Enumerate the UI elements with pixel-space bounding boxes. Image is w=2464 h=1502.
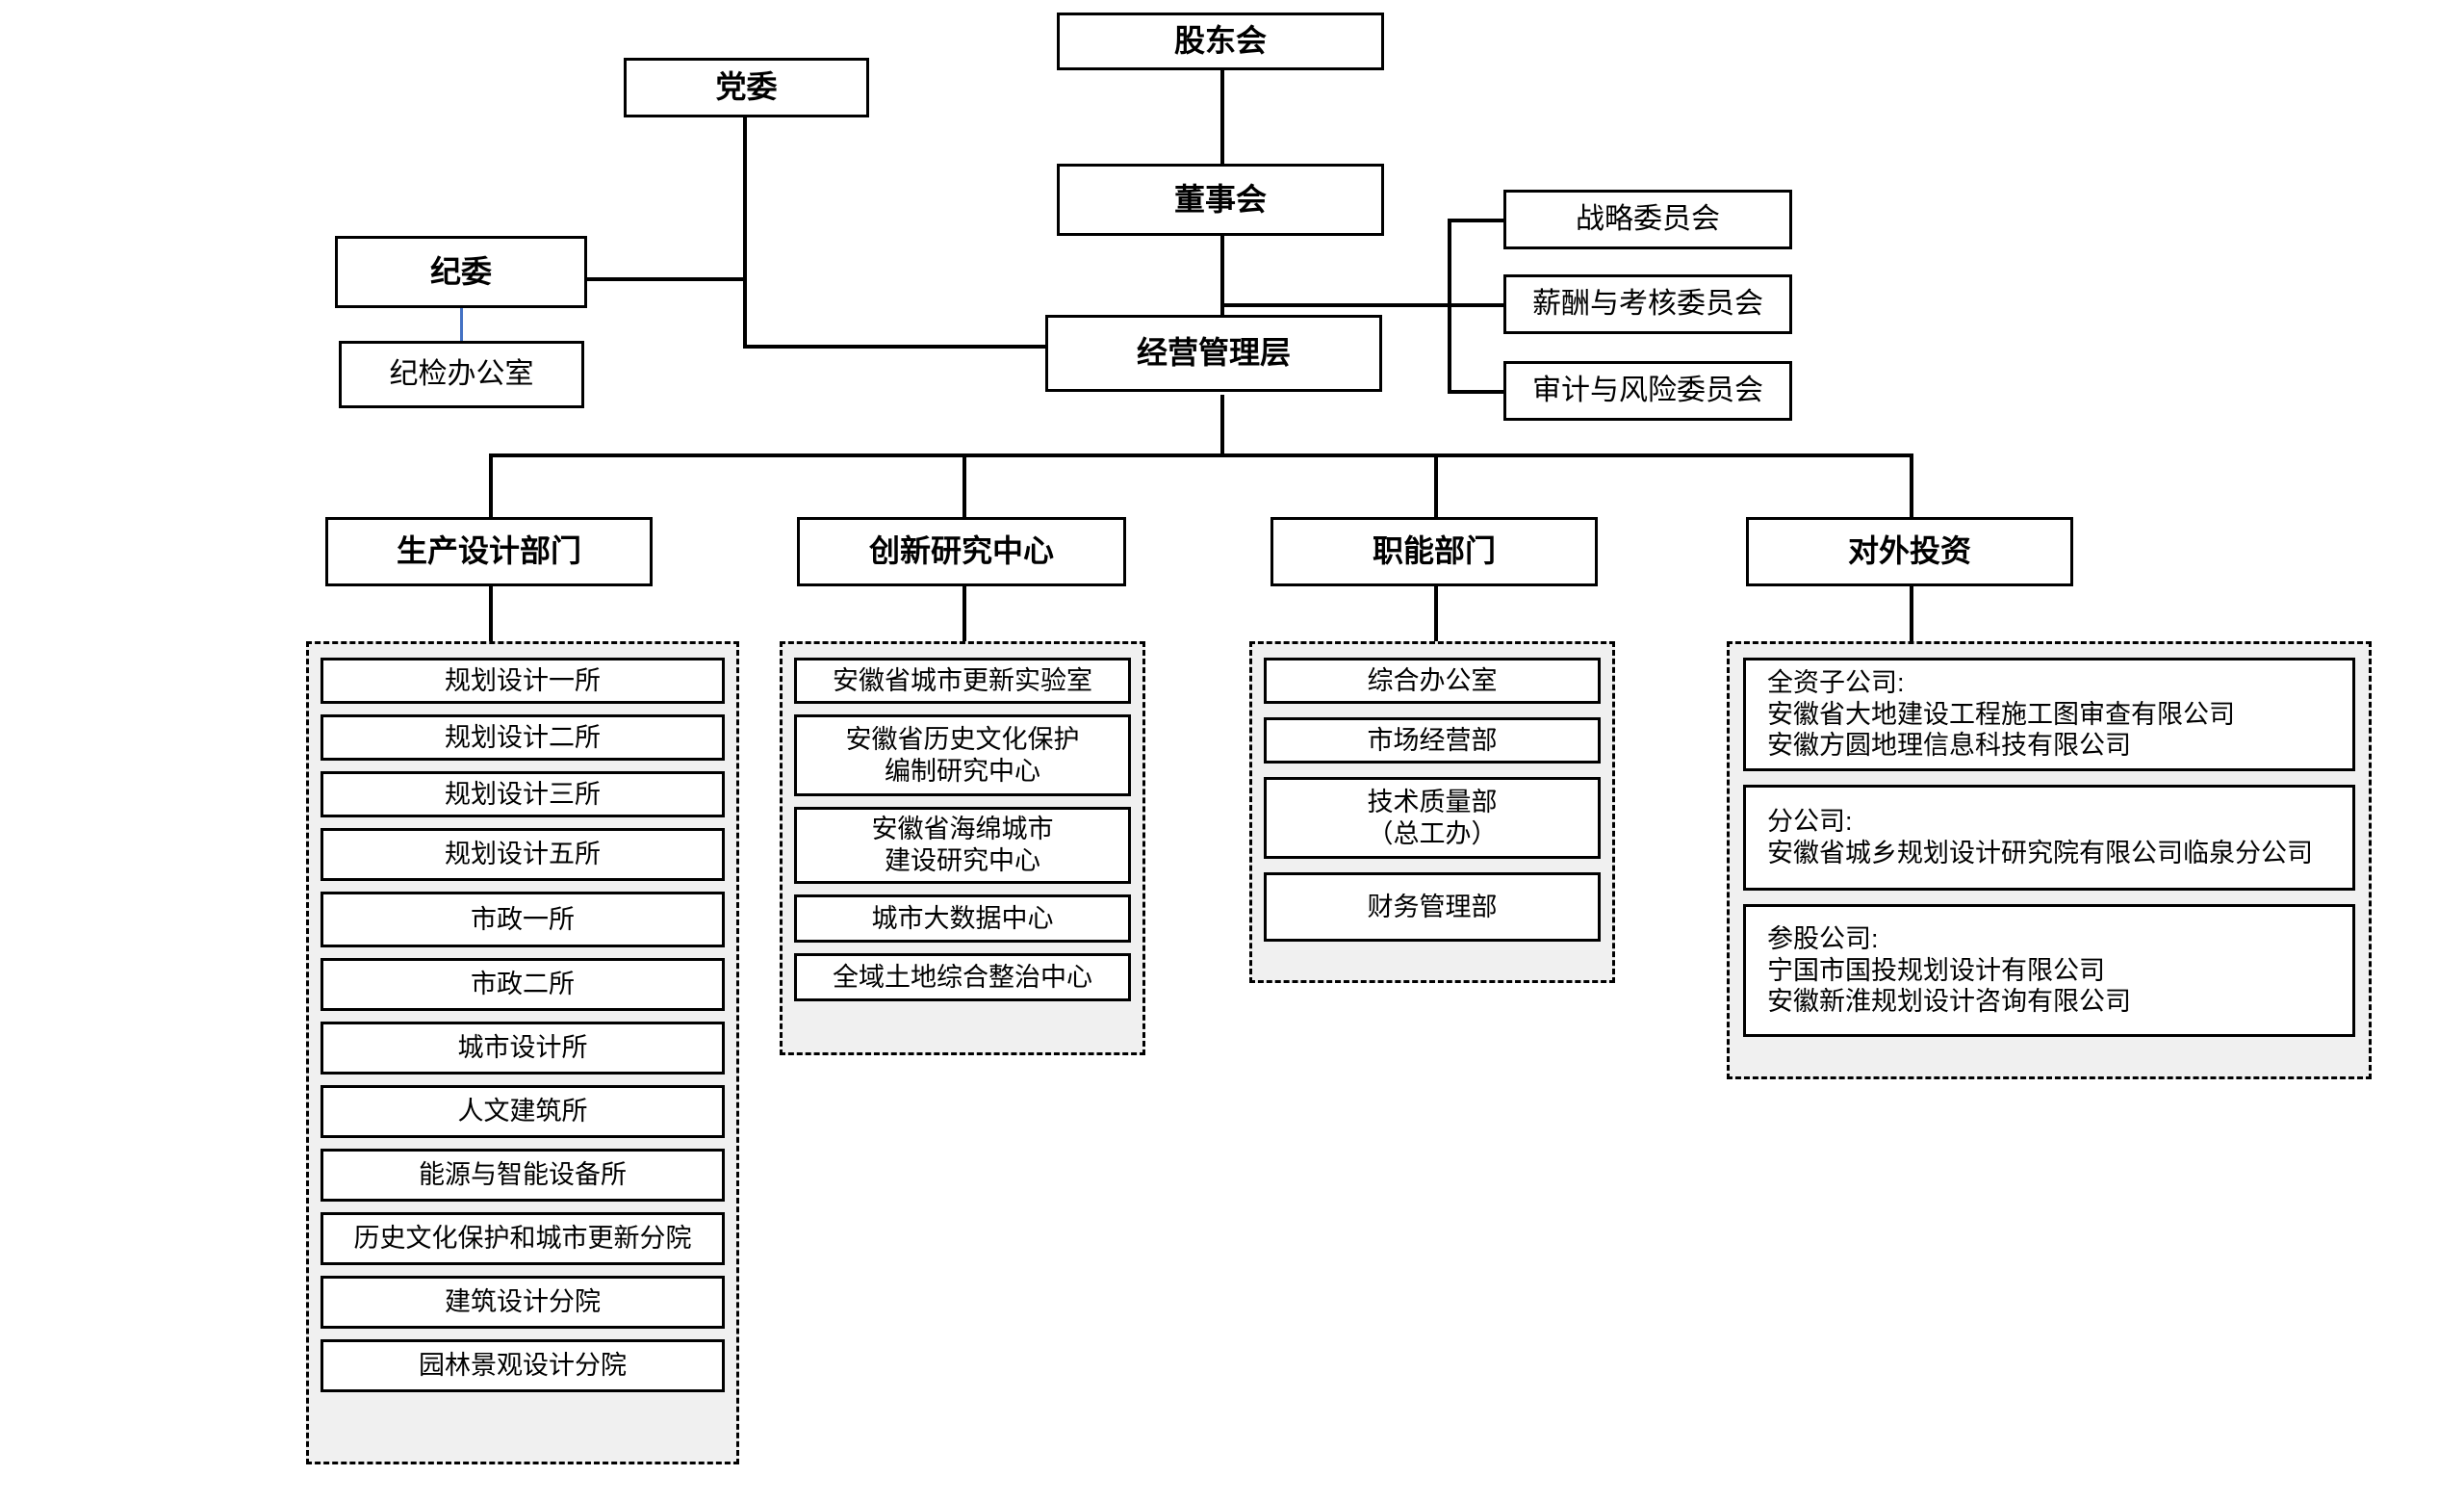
leaf-item[interactable]: 历史文化保护和城市更新分院 — [321, 1212, 725, 1265]
connector-department-bus — [489, 453, 1913, 457]
node-shareholders-meeting[interactable]: 股东会 — [1057, 13, 1384, 70]
node-party-committee[interactable]: 党委 — [624, 58, 869, 117]
leaf-item[interactable]: 财务管理部 — [1264, 872, 1601, 942]
node-department-production-design-label: 生产设计部门 — [396, 533, 581, 569]
node-board-of-directors-label: 董事会 — [1173, 181, 1267, 217]
node-management-layer-label: 经营管理层 — [1136, 335, 1291, 371]
node-committee-strategy-label: 战略委员会 — [1576, 203, 1720, 236]
leaf-item[interactable]: 人文建筑所 — [321, 1085, 725, 1138]
connector-discipline-to-party-line — [585, 277, 747, 281]
node-department-functional[interactable]: 职能部门 — [1270, 517, 1598, 586]
connector-dept-3-to-group — [1434, 584, 1438, 644]
node-department-innovation-research-label: 创新研究中心 — [868, 533, 1054, 569]
connector-committee-stub — [1220, 303, 1451, 307]
node-discipline-inspection-office[interactable]: 纪检办公室 — [339, 341, 584, 408]
leaf-item[interactable]: 分公司: 安徽省城乡规划设计研究院有限公司临泉分公司 — [1743, 785, 2355, 891]
leaf-item[interactable]: 全资子公司: 安徽省大地建设工程施工图审查有限公司 安徽方圆地理信息科技有限公司 — [1743, 658, 2355, 771]
node-committee-compensation[interactable]: 薪酬与考核委员会 — [1503, 274, 1792, 334]
connector-shareholders-to-board — [1220, 67, 1224, 173]
leaf-item[interactable]: 建筑设计分院 — [321, 1276, 725, 1329]
node-department-innovation-research[interactable]: 创新研究中心 — [797, 517, 1126, 586]
connector-board-to-management — [1220, 234, 1224, 330]
leaf-item[interactable]: 参股公司: 宁国市国投规划设计有限公司 安徽新淮规划设计咨询有限公司 — [1743, 904, 2355, 1037]
leaf-item[interactable]: 安徽省海绵城市 建设研究中心 — [794, 807, 1131, 884]
node-board-of-directors[interactable]: 董事会 — [1057, 164, 1384, 236]
leaf-item[interactable]: 市场经营部 — [1264, 717, 1601, 764]
group-innovation-research: 安徽省城市更新实验室 安徽省历史文化保护 编制研究中心 安徽省海绵城市 建设研究… — [780, 641, 1145, 1055]
node-department-production-design[interactable]: 生产设计部门 — [325, 517, 653, 586]
connector-dept-1-to-group — [489, 584, 493, 644]
group-functional-departments: 综合办公室 市场经营部 技术质量部 （总工办） 财务管理部 — [1249, 641, 1615, 983]
leaf-item[interactable]: 安徽省城市更新实验室 — [794, 658, 1131, 704]
node-department-functional-label: 职能部门 — [1372, 533, 1496, 569]
connector-discipline-to-office — [460, 306, 463, 345]
leaf-item[interactable]: 综合办公室 — [1264, 658, 1601, 704]
node-discipline-committee-label: 纪委 — [429, 253, 492, 289]
node-committee-audit-risk-label: 审计与风险委员会 — [1532, 375, 1763, 407]
connector-party-committee-vertical — [743, 116, 747, 349]
node-committee-audit-risk[interactable]: 审计与风险委员会 — [1503, 361, 1792, 421]
node-discipline-inspection-office-label: 纪检办公室 — [389, 358, 534, 391]
leaf-item[interactable]: 全域土地综合整治中心 — [794, 953, 1131, 1001]
node-committee-strategy[interactable]: 战略委员会 — [1503, 190, 1792, 249]
connector-drop-dept-2 — [962, 453, 966, 519]
leaf-item[interactable]: 能源与智能设备所 — [321, 1149, 725, 1202]
leaf-item[interactable]: 规划设计一所 — [321, 658, 725, 704]
leaf-item[interactable]: 城市设计所 — [321, 1022, 725, 1075]
node-department-external-investment[interactable]: 对外投资 — [1746, 517, 2073, 586]
node-discipline-committee[interactable]: 纪委 — [335, 236, 587, 308]
node-party-committee-label: 党委 — [715, 69, 778, 105]
connector-dept-4-to-group — [1910, 584, 1913, 644]
connector-drop-dept-4 — [1910, 453, 1913, 519]
connector-dept-2-to-group — [962, 584, 966, 644]
group-external-investment: 全资子公司: 安徽省大地建设工程施工图审查有限公司 安徽方圆地理信息科技有限公司… — [1727, 641, 2372, 1079]
leaf-item[interactable]: 规划设计二所 — [321, 714, 725, 761]
leaf-item[interactable]: 市政一所 — [321, 892, 725, 947]
node-committee-compensation-label: 薪酬与考核委员会 — [1532, 288, 1763, 321]
leaf-item[interactable]: 安徽省历史文化保护 编制研究中心 — [794, 714, 1131, 796]
node-shareholders-meeting-label: 股东会 — [1173, 23, 1267, 59]
connector-committee-arm-2 — [1448, 303, 1505, 307]
connector-committee-arm-3 — [1448, 390, 1505, 394]
node-department-external-investment-label: 对外投资 — [1847, 533, 1971, 569]
connector-drop-dept-3 — [1434, 453, 1438, 519]
leaf-item[interactable]: 城市大数据中心 — [794, 894, 1131, 943]
leaf-item[interactable]: 规划设计五所 — [321, 828, 725, 881]
node-management-layer[interactable]: 经营管理层 — [1045, 315, 1382, 392]
connector-drop-dept-1 — [489, 453, 493, 519]
leaf-item[interactable]: 市政二所 — [321, 958, 725, 1011]
leaf-item[interactable]: 技术质量部 （总工办） — [1264, 777, 1601, 859]
connector-committee-arm-1 — [1448, 219, 1505, 222]
connector-party-committee-to-management — [743, 345, 1045, 349]
leaf-item[interactable]: 规划设计三所 — [321, 771, 725, 817]
group-production-design: 规划设计一所 规划设计二所 规划设计三所 规划设计五所 市政一所 市政二所 城市… — [306, 641, 739, 1464]
connector-management-down — [1220, 395, 1224, 457]
leaf-item[interactable]: 园林景观设计分院 — [321, 1339, 725, 1392]
